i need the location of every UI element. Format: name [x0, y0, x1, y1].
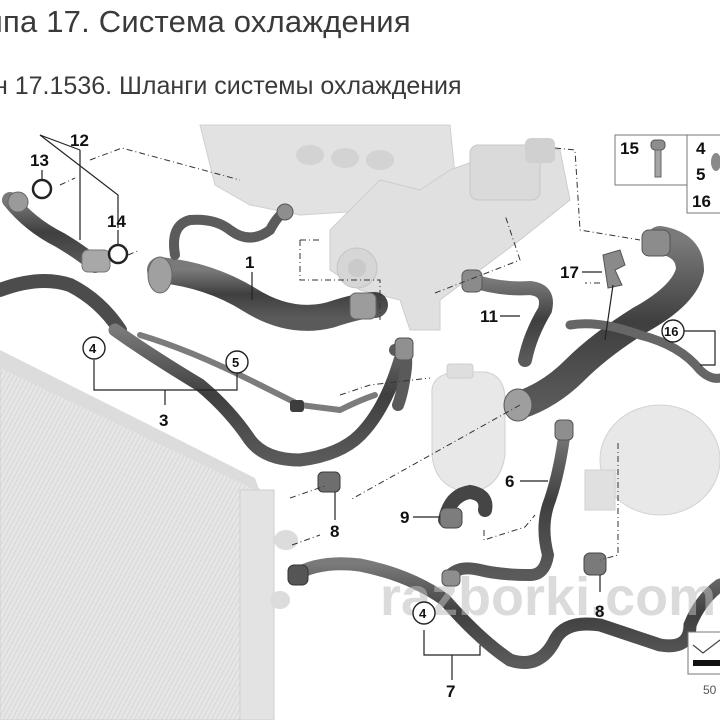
callout-3[interactable]: 3 — [159, 411, 168, 430]
callout-1[interactable]: 1 — [245, 253, 254, 272]
callout-9[interactable]: 9 — [400, 508, 409, 527]
inset-clamp-label-4: 4 — [696, 139, 706, 158]
clip-17[interactable] — [602, 249, 626, 289]
callout-circle-16 — [661, 319, 685, 343]
scale-number: 50 — [703, 683, 717, 697]
hose-9[interactable] — [438, 484, 493, 529]
callout-circle-4-bottom — [412, 601, 436, 625]
callout-16[interactable]: 16 — [664, 324, 678, 339]
inset-clamp-box[interactable]: 4 5 16 — [686, 134, 720, 214]
water-pump-ghost — [329, 138, 571, 331]
leader-lines — [39, 134, 716, 680]
hose-1[interactable] — [147, 203, 388, 331]
callout-8-right[interactable]: 8 — [595, 602, 604, 621]
hose-12[interactable] — [2, 191, 111, 273]
callout-4-bottom[interactable]: 4 — [419, 606, 427, 621]
dash-lines — [59, 147, 641, 561]
cap-8-right[interactable] — [583, 552, 607, 576]
hose-3[interactable] — [108, 323, 414, 467]
scale-symbol: 50 — [687, 631, 720, 697]
page-subtitle: н 17.1536. Шланги системы охлаждения — [0, 72, 462, 100]
hose-6[interactable] — [441, 419, 574, 587]
inset-clamp-label-5: 5 — [696, 165, 705, 184]
bolt-icon — [650, 139, 666, 178]
clamp-icon — [711, 153, 720, 171]
callout-13[interactable]: 13 — [30, 151, 49, 170]
callout-11[interactable]: 11 — [480, 307, 498, 326]
hose-main-right[interactable] — [503, 226, 720, 422]
inset-clamp-label-16: 16 — [692, 192, 711, 211]
inset-bolt-box[interactable]: 15 — [614, 134, 696, 186]
hose-11[interactable] — [461, 269, 553, 367]
page-title: ппа 17. Система охлаждения — [0, 4, 411, 39]
expansion-tank-right-ghost — [584, 404, 720, 516]
callout-17[interactable]: 17 — [560, 263, 579, 282]
inset-bolt-label: 15 — [620, 139, 639, 158]
hose-left-long[interactable] — [0, 274, 127, 337]
callout-12[interactable]: 12 — [70, 131, 89, 150]
callout-circle-4-top — [82, 336, 106, 360]
callout-4-top[interactable]: 4 — [89, 341, 97, 356]
cap-8-left[interactable] — [317, 471, 341, 493]
callout-14[interactable]: 14 — [107, 212, 126, 231]
radiator-ghost — [0, 350, 298, 720]
callout-5-top[interactable]: 5 — [232, 355, 239, 370]
watermark: razborki.com — [380, 567, 716, 627]
callout-7[interactable]: 7 — [446, 682, 455, 701]
o-ring-13[interactable] — [31, 178, 53, 200]
callout-circle-5-top — [225, 350, 249, 374]
o-ring-14[interactable] — [107, 243, 129, 265]
hose-7[interactable] — [287, 557, 720, 669]
expansion-tank-ghost — [431, 363, 506, 493]
callout-8-left[interactable]: 8 — [330, 522, 339, 541]
callout-6[interactable]: 6 — [505, 472, 514, 491]
